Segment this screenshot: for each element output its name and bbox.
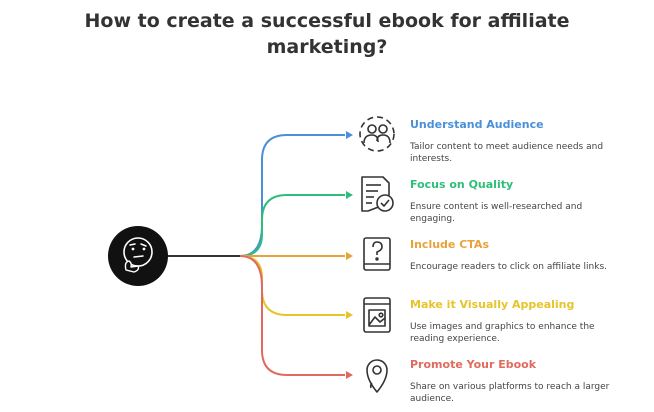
item-title-promote-ebook: Promote Your Ebook [410, 358, 537, 371]
item-title-focus-quality: Focus on Quality [410, 178, 514, 191]
branch-promote-ebook [239, 255, 345, 376]
branch-understand-audience [239, 134, 345, 257]
people-icon [359, 116, 395, 152]
item-desc-understand-audience: Tailor content to meet audience needs an… [410, 142, 604, 164]
arrow-understand-audience [346, 131, 353, 139]
item-desc-focus-quality: Ensure content is well-researched and en… [410, 202, 583, 224]
page-title: How to create a successful ebook for aff… [0, 8, 654, 60]
question-book-icon [363, 237, 391, 271]
title-line-1: How to create a successful ebook for aff… [84, 10, 570, 32]
item-title-visually-appealing: Make it Visually Appealing [410, 298, 575, 311]
title-line-2: marketing? [266, 36, 388, 58]
item-title-understand-audience: Understand Audience [410, 118, 544, 131]
arrow-include-ctas [346, 252, 353, 260]
item-desc-promote-ebook: Share on various platforms to reach a la… [410, 382, 610, 404]
branch-visually-appealing [239, 255, 345, 316]
arrow-visually-appealing [346, 311, 353, 319]
branch-focus-quality [239, 194, 345, 257]
item-title-include-ctas: Include CTAs [410, 238, 489, 251]
picture-book-icon [363, 297, 391, 333]
arrow-focus-quality [346, 191, 353, 199]
item-desc-include-ctas: Encourage readers to click on affiliate … [410, 262, 607, 272]
thinking-face-icon [108, 226, 168, 286]
document-check-icon [361, 176, 394, 212]
arrow-promote-ebook [346, 371, 353, 379]
location-pin-icon [366, 359, 388, 393]
item-desc-visually-appealing: Use images and graphics to enhance the r… [410, 322, 595, 344]
